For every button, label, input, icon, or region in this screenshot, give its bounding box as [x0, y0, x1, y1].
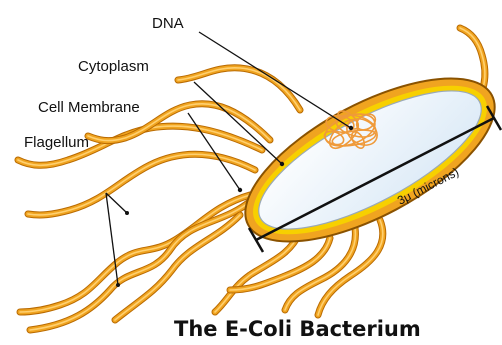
cytoplasm-label: Cytoplasm [78, 58, 149, 75]
dna-pointer [199, 32, 351, 128]
flagellum-label: Flagellum [24, 134, 89, 151]
cell-body [222, 46, 502, 274]
flagellum-pointer-upper [106, 193, 127, 213]
cell-membrane-label: Cell Membrane [38, 99, 140, 116]
diagram-title: The E-Coli Bacterium [174, 317, 421, 341]
dna-label: DNA [152, 15, 184, 32]
